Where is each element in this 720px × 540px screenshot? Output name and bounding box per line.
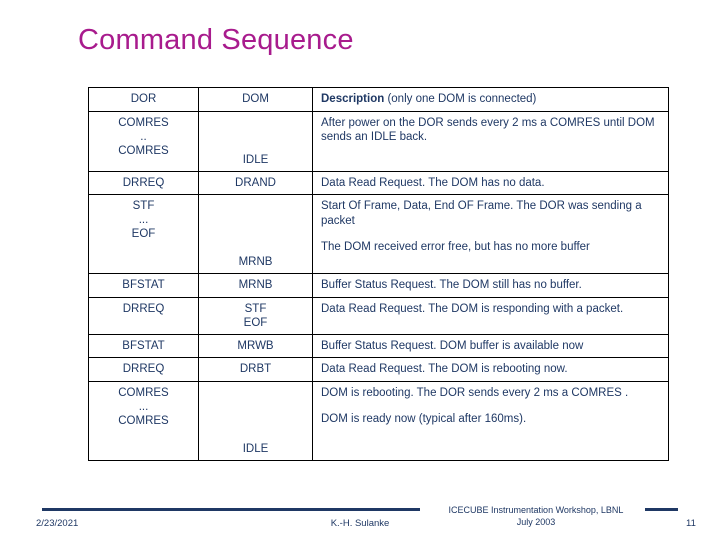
description-paragraph: DOM is rebooting. The DOR sends every 2 …	[321, 386, 629, 399]
footer-rule-left	[42, 508, 420, 511]
description-paragraph: Buffer Status Request. DOM buffer is ava…	[321, 339, 584, 352]
cell-dor: BFSTAT	[88, 333, 199, 358]
cell-description: Start Of Frame, Data, End OF Frame. The …	[312, 194, 669, 274]
header-description-note: (only one DOM is connected)	[384, 93, 537, 105]
slide-footer: 2/23/2021 K.-H. Sulanke ICECUBE Instrume…	[0, 504, 720, 540]
cell-description: Buffer Status Request. The DOM still has…	[312, 273, 669, 298]
command-sequence-table: DOR DOM Description (only one DOM is con…	[88, 87, 669, 461]
dor-line: DRREQ	[122, 363, 165, 375]
footer-rule-right	[645, 508, 678, 511]
dor-line: ...	[138, 400, 149, 413]
cell-dor: DRREQ	[88, 170, 199, 195]
dom-line: STF	[244, 302, 267, 315]
description-paragraph: Data Read Request. The DOM is rebooting …	[321, 363, 568, 375]
dor-line: ..	[140, 130, 147, 143]
cell-description: After power on the DOR sends every 2 ms …	[312, 110, 669, 172]
dor-line: STF	[132, 200, 155, 212]
dor-line: DRREQ	[122, 176, 165, 189]
cell-description: Buffer Status Request. DOM buffer is ava…	[312, 333, 669, 358]
cell-dor: DRREQ	[88, 296, 199, 335]
description-paragraph: Data Read Request. The DOM is responding…	[321, 302, 624, 315]
dor-line: COMRES	[118, 414, 169, 427]
table-row: DRREQ STF EOF Data Read Request. The DOM…	[88, 296, 669, 335]
dom-line: DRAND	[235, 176, 276, 189]
page-title: Command Sequence	[78, 24, 354, 56]
description-paragraph: The DOM received error free, but has no …	[321, 241, 590, 253]
table-row: BFSTAT MRWB Buffer Status Request. DOM b…	[88, 333, 669, 358]
cell-dom: IDLE	[198, 110, 313, 172]
footer-event-line2: July 2003	[516, 517, 556, 527]
cell-dom: DRBT	[198, 357, 313, 382]
table-row: DRREQ DRAND Data Read Request. The DOM h…	[88, 170, 669, 195]
dor-line: EOF	[131, 228, 156, 240]
cell-dom: MRNB	[198, 273, 313, 298]
description-paragraph: DOM is ready now (typical after 160ms).	[321, 413, 527, 425]
header-label-description: Description (only one DOM is connected)	[313, 88, 668, 111]
dom-line: IDLE	[242, 153, 269, 166]
table-header-row: DOR DOM Description (only one DOM is con…	[88, 87, 669, 112]
dom-line: IDLE	[242, 442, 269, 455]
table-row: COMRES .. COMRES IDLE After power on the…	[88, 110, 669, 172]
cell-description: Data Read Request. The DOM is rebooting …	[312, 357, 669, 382]
dor-line: BFSTAT	[122, 279, 165, 291]
table-row: COMRES ... COMRES IDLE DOM is rebooting.…	[88, 380, 669, 461]
cell-dor: COMRES .. COMRES	[88, 110, 199, 172]
cell-description: Data Read Request. The DOM is responding…	[312, 296, 669, 335]
footer-date: 2/23/2021	[36, 518, 79, 529]
header-cell-dor: DOR	[88, 87, 199, 112]
header-label-dor: DOR	[130, 93, 157, 105]
dor-line: BFSTAT	[122, 339, 165, 352]
cell-dom: IDLE	[198, 380, 313, 461]
dom-line: MRWB	[237, 339, 274, 352]
cell-dor: DRREQ	[88, 357, 199, 382]
dor-line: DRREQ	[122, 302, 165, 315]
header-cell-description: Description (only one DOM is connected)	[312, 87, 669, 112]
footer-author: K.-H. Sulanke	[330, 518, 390, 529]
description-paragraph: Start Of Frame, Data, End OF Frame. The …	[321, 200, 642, 227]
header-description-strong: Description	[321, 93, 385, 105]
cell-dor: BFSTAT	[88, 273, 199, 298]
dom-line: MRNB	[238, 279, 273, 291]
dom-line: MRNB	[238, 256, 273, 268]
footer-event-line1: ICECUBE Instrumentation Workshop, LBNL	[448, 505, 624, 515]
table-row: DRREQ DRBT Data Read Request. The DOM is…	[88, 357, 669, 382]
dom-line: EOF	[243, 316, 268, 329]
cell-dom: DRAND	[198, 170, 313, 195]
description-paragraph: After power on the DOR sends every 2 ms …	[321, 116, 655, 144]
cell-dor: COMRES ... COMRES	[88, 380, 199, 461]
description-paragraph: Data Read Request. The DOM has no data.	[321, 176, 545, 189]
cell-description: Data Read Request. The DOM has no data.	[312, 170, 669, 195]
dor-line: COMRES	[118, 386, 169, 399]
table-row: BFSTAT MRNB Buffer Status Request. The D…	[88, 273, 669, 298]
dor-line: COMRES	[118, 144, 169, 157]
cell-dom: MRNB	[198, 194, 313, 274]
cell-dom: STF EOF	[198, 296, 313, 335]
header-cell-dom: DOM	[198, 87, 313, 112]
table-row: STF ... EOF MRNB Start Of Frame, Data, E…	[88, 194, 669, 274]
dor-line: ...	[138, 214, 149, 226]
description-paragraph: Buffer Status Request. The DOM still has…	[321, 279, 582, 291]
dom-line: DRBT	[239, 363, 272, 375]
dor-line: COMRES	[118, 116, 169, 129]
cell-dor: STF ... EOF	[88, 194, 199, 274]
cell-dom: MRWB	[198, 333, 313, 358]
cell-description: DOM is rebooting. The DOR sends every 2 …	[312, 380, 669, 461]
header-label-dom: DOM	[242, 93, 269, 105]
footer-page-number: 11	[686, 518, 696, 529]
footer-event: ICECUBE Instrumentation Workshop, LBNL J…	[430, 504, 642, 528]
